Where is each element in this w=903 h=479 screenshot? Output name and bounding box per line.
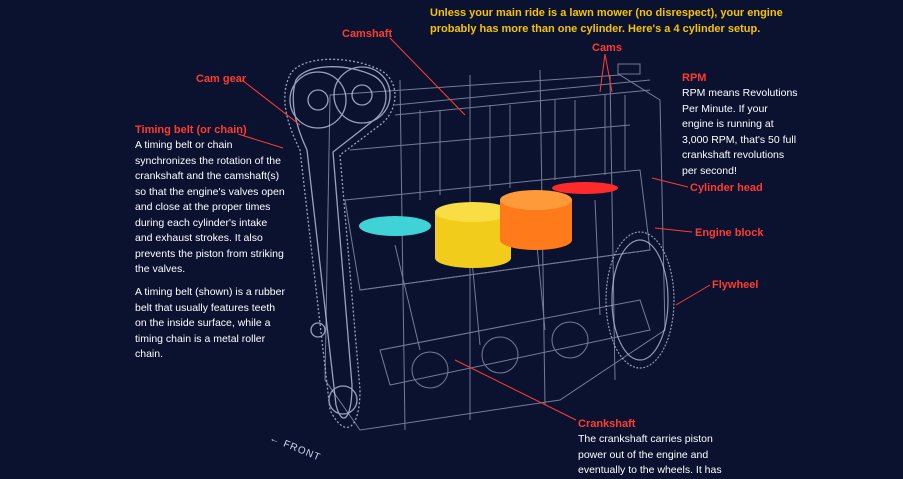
cams-label: Cams [592,42,622,54]
cam-gear-label: Cam gear [196,73,247,85]
intro-text: Unless your main ride is a lawn mower (n… [430,7,783,35]
rpm-description: RPM means Revolutions Per Minute. If you… [682,87,798,177]
camshaft-label: Camshaft [342,28,393,40]
timing-belt-note: A timing belt (shown) is a rubber belt t… [135,286,285,360]
engine-block-label: Engine block [695,227,764,239]
cylinder-head-label: Cylinder head [690,182,763,194]
rpm-label: RPM [682,72,707,84]
timing-belt-label: Timing belt (or chain) [135,124,247,136]
timing-belt-description: A timing belt or chain synchronizes the … [135,139,285,275]
crankshaft-description: The crankshaft carries piston power out … [578,433,722,476]
crankshaft-label: Crankshaft [578,418,636,430]
flywheel-label: Flywheel [712,279,759,291]
